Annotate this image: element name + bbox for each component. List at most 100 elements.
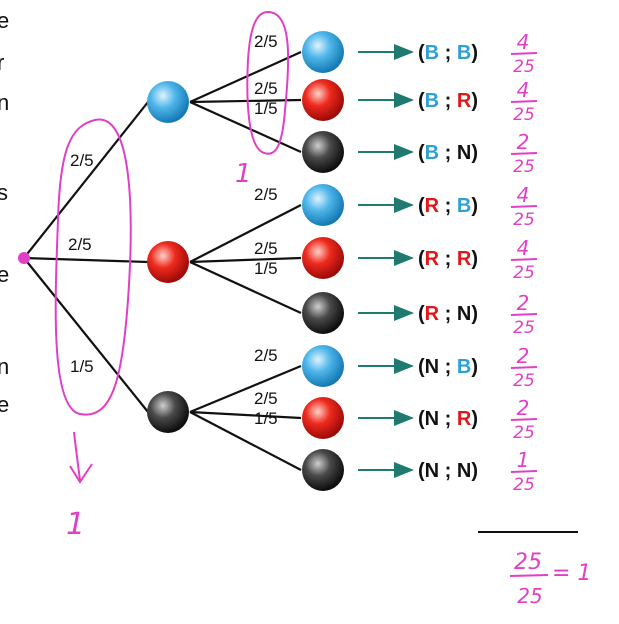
annotation-fraction-bar: [510, 52, 538, 55]
outcome-color-letter: R: [457, 408, 472, 430]
annotation-numerator: 4: [517, 30, 530, 54]
prob-level2: 2/5: [254, 239, 278, 258]
margin-letter: e: [0, 262, 9, 287]
outcome-color-letter: B: [425, 42, 439, 64]
outcome-color-letter: N: [425, 408, 439, 430]
outcome-color-letter: B: [457, 356, 471, 378]
prob-level2: 2/5: [254, 32, 278, 51]
branch-level1: [23, 101, 149, 259]
outcome-punct: ;: [439, 42, 457, 64]
outcome-color-letter: N: [457, 303, 471, 325]
outcome-label: (N ; B): [418, 356, 478, 378]
handwritten-one-arrow: 1: [66, 507, 85, 542]
branch-level2: [189, 261, 302, 314]
outcome-color-letter: R: [457, 90, 472, 112]
outcome-color-letter: N: [457, 142, 471, 164]
prob-level2: 2/5: [254, 185, 278, 204]
annotation-denominator: 25: [513, 57, 535, 77]
prob-level1: 2/5: [68, 235, 92, 254]
ball-level2-B: [302, 31, 344, 73]
prob-level2: 1/5: [254, 259, 278, 278]
handwritten-ellipse-level1: [54, 118, 132, 416]
branch-level2: [189, 410, 302, 420]
outcome-color-letter: N: [425, 460, 439, 482]
outcome-punct: ): [471, 248, 478, 270]
margin-letter: n: [0, 90, 9, 115]
outcome-punct: ): [471, 90, 478, 112]
outcome-label: (N ; R): [418, 408, 478, 430]
branch-level2: [189, 364, 302, 414]
ball-level2-R: [302, 79, 344, 121]
branch-level2: [189, 411, 302, 471]
outcome-label: (R ; R): [418, 248, 478, 270]
outcome-punct: ;: [439, 408, 457, 430]
annotation-numerator: 4: [517, 236, 530, 260]
outcome-color-letter: B: [457, 195, 471, 217]
branch-level1: [23, 257, 149, 413]
root-node: [18, 252, 30, 264]
ball-level2-N: [302, 292, 344, 334]
outcome-punct: (: [418, 195, 425, 217]
outcome-color-letter: R: [425, 303, 440, 325]
outcome-punct: ;: [439, 303, 457, 325]
outcome-punct: ;: [439, 195, 457, 217]
annotation-numerator: 2: [517, 396, 530, 420]
annotation-denominator: 25: [513, 423, 535, 443]
annotation-denominator: 25: [513, 105, 535, 125]
outcome-punct: ): [471, 460, 478, 482]
outcome-color-letter: B: [425, 90, 439, 112]
handwritten-arrow-shaft: [73, 431, 81, 481]
annotation-fraction-bar: [510, 313, 538, 316]
outcome-punct: ;: [439, 248, 457, 270]
annotation-denominator: 25: [513, 475, 535, 495]
prob-level2: 1/5: [254, 409, 278, 428]
ball-level2-B: [302, 345, 344, 387]
outcome-color-letter: R: [457, 248, 472, 270]
prob-level1: 2/5: [70, 151, 94, 170]
handwritten-one-ellipse: 1: [235, 159, 252, 189]
annotation-numerator: 4: [517, 78, 530, 102]
ball-level1-N: [147, 391, 189, 433]
annotation-denominator: 25: [513, 318, 535, 338]
outcome-punct: (: [418, 248, 425, 270]
ball-level2-R: [302, 397, 344, 439]
outcome-punct: (: [418, 303, 425, 325]
sum-denominator: 25: [517, 584, 542, 608]
outcome-punct: ;: [439, 90, 457, 112]
sum-result: = 1: [552, 561, 591, 586]
annotation-fraction-bar: [510, 258, 538, 261]
annotation-fraction-bar: [510, 366, 538, 369]
outcome-punct: ): [471, 195, 478, 217]
branch-level1: [23, 256, 149, 264]
ball-level1-R: [147, 241, 189, 283]
annotation-fraction-bar: [510, 152, 538, 155]
branch-level2: [189, 100, 302, 154]
sum-numerator: 25: [514, 550, 542, 575]
branch-level2: [189, 98, 302, 104]
outcome-label: (R ; B): [418, 195, 478, 217]
outcome-color-letter: B: [425, 142, 439, 164]
outcome-color-letter: R: [425, 248, 440, 270]
outcome-punct: ): [471, 356, 478, 378]
annotation-denominator: 25: [513, 210, 535, 230]
annotation-numerator: 1: [517, 448, 530, 472]
outcome-color-letter: N: [425, 356, 439, 378]
ball-level2-N: [302, 131, 344, 173]
margin-letter: e: [0, 392, 9, 417]
outcome-punct: ): [471, 142, 478, 164]
ball-level1-B: [147, 81, 189, 123]
outcome-punct: (: [418, 460, 425, 482]
outcome-color-letter: R: [425, 195, 440, 217]
annotation-fraction-bar: [510, 205, 538, 208]
margin-letter: e: [0, 8, 9, 33]
ball-level2-N: [302, 449, 344, 491]
annotation-numerator: 2: [517, 291, 530, 315]
outcome-punct: ;: [439, 460, 457, 482]
branch-level2: [189, 204, 302, 263]
margin-letter: r: [0, 50, 4, 75]
outcome-punct: (: [418, 90, 425, 112]
annotation-denominator: 25: [513, 263, 535, 283]
outcome-punct: (: [418, 42, 425, 64]
